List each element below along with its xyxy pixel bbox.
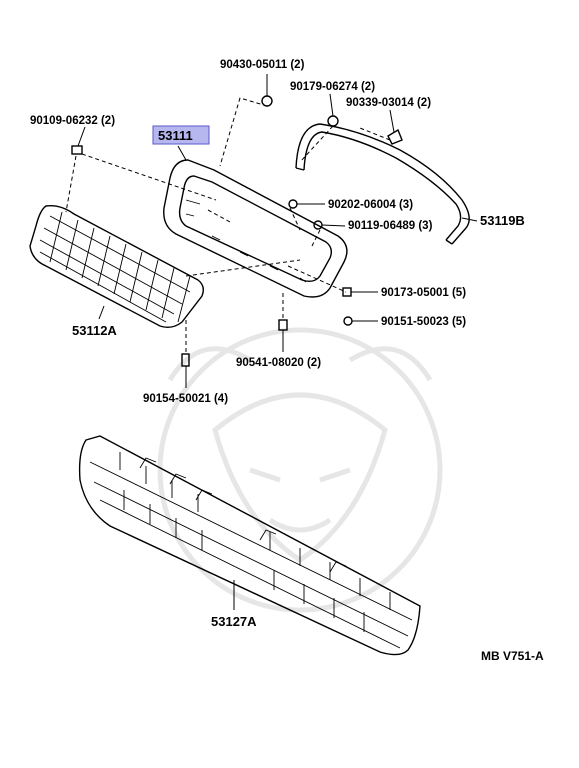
screw-90151[interactable] <box>343 316 353 326</box>
lower-grille-53127a[interactable] <box>78 435 421 656</box>
label-90339[interactable]: 90339-03014 (2) <box>346 97 431 109</box>
label-90154[interactable]: 90154-50021 (4) <box>143 393 228 405</box>
label-53119b[interactable]: 53119B <box>480 213 525 228</box>
assembly-lines <box>65 97 391 352</box>
part-number-highlight <box>152 125 210 145</box>
leader-lines <box>77 74 478 610</box>
label-53111[interactable]: 53111 <box>158 128 193 143</box>
label-90541[interactable]: 90541-08020 (2) <box>236 357 321 369</box>
label-90173[interactable]: 90173-05001 (5) <box>381 287 466 299</box>
diagram-reference: MB V751-A <box>481 649 544 663</box>
label-90179[interactable]: 90179-06274 (2) <box>290 81 375 93</box>
nut-90202[interactable] <box>288 199 298 209</box>
watermark-emblem <box>157 327 443 613</box>
label-90430[interactable]: 90430-05011 (2) <box>220 59 305 71</box>
grille-frame-53111[interactable] <box>163 159 348 298</box>
clip-90339[interactable] <box>387 128 403 145</box>
nut-90179[interactable] <box>327 115 339 127</box>
label-90151[interactable]: 90151-50023 (5) <box>381 316 466 328</box>
label-90202[interactable]: 90202-06004 (3) <box>328 199 413 211</box>
screw-90109[interactable] <box>71 145 83 155</box>
nut-90173[interactable] <box>342 287 352 297</box>
molding-53119b[interactable] <box>295 123 470 245</box>
label-90109[interactable]: 90109-06232 (2) <box>30 115 115 127</box>
label-53112a[interactable]: 53112A <box>72 323 117 338</box>
label-90119[interactable]: 90119-06489 (3) <box>348 220 433 232</box>
label-53127a[interactable]: 53127A <box>211 614 257 629</box>
grille-53112a[interactable] <box>29 204 205 329</box>
